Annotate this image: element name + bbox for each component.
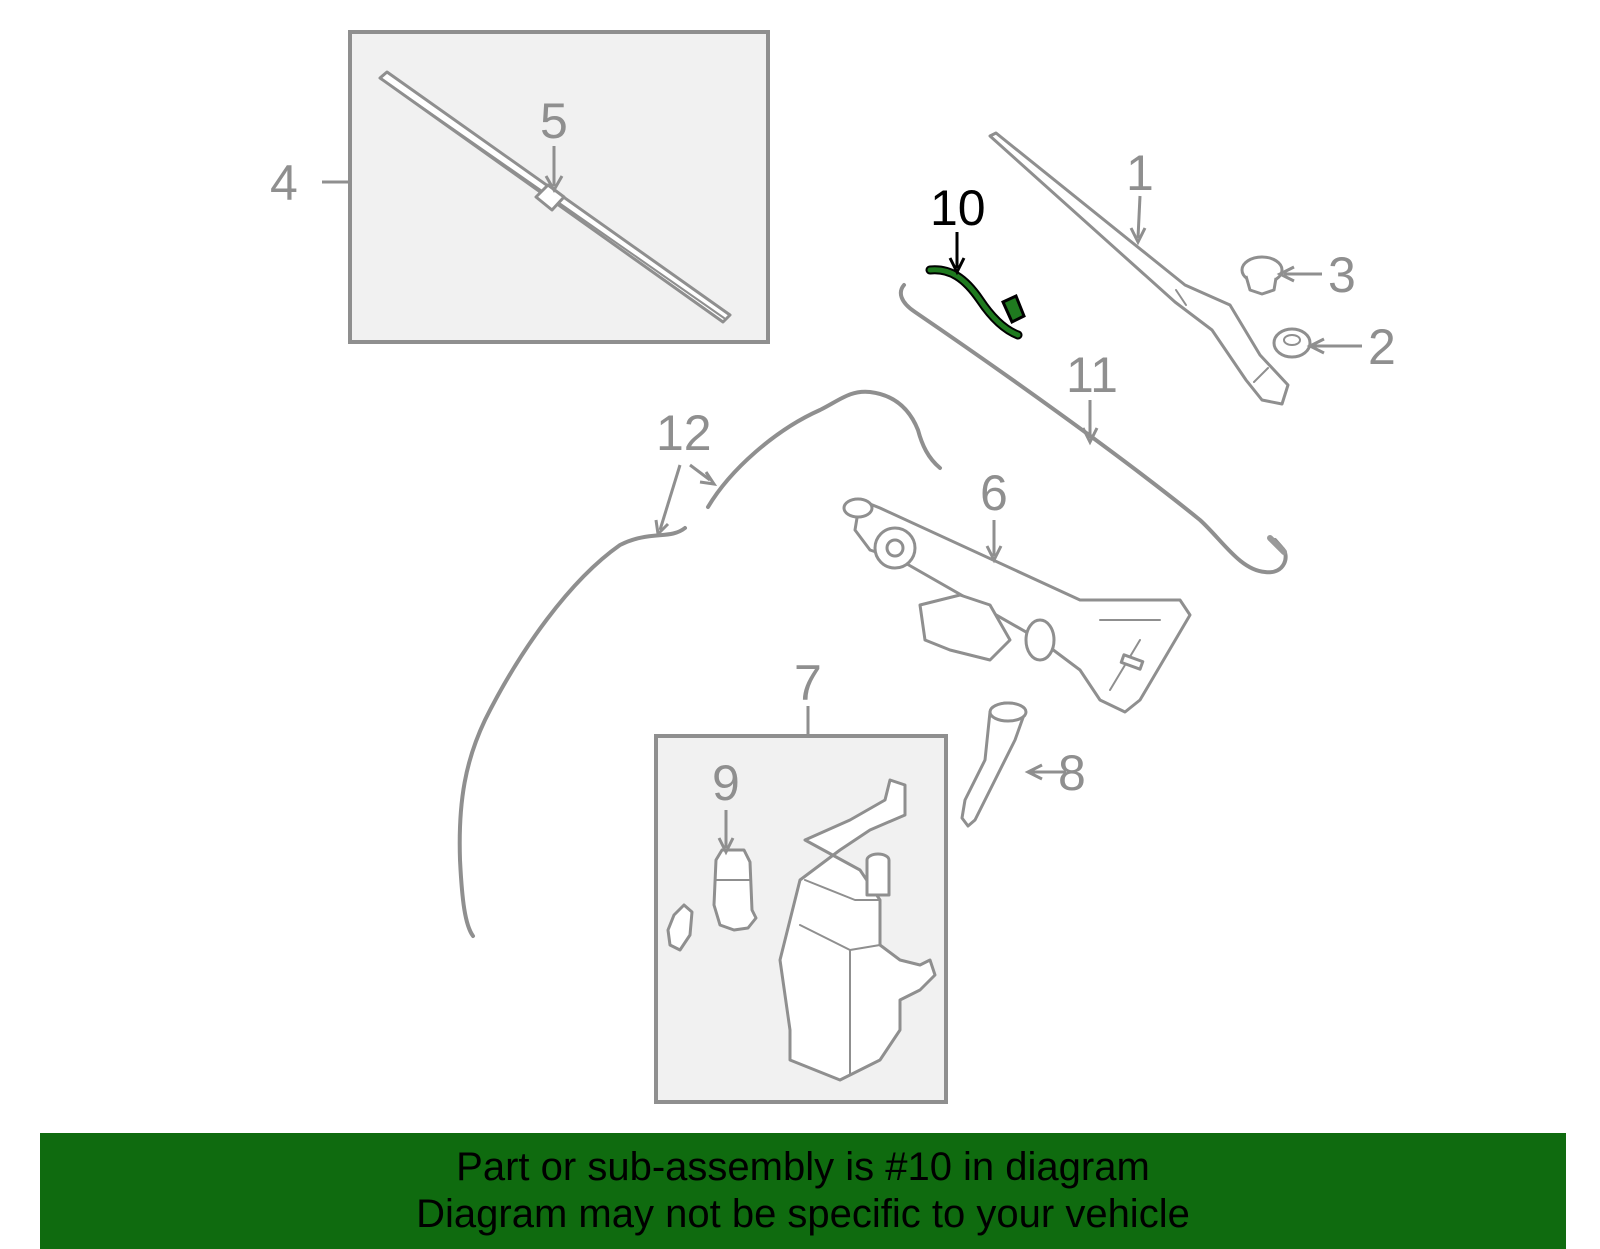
hose-connector bbox=[1001, 293, 1026, 325]
callout-5: 5 bbox=[540, 93, 568, 149]
wiper-motor bbox=[918, 593, 1012, 662]
part-1-wiper-arm[interactable]: 1 bbox=[988, 131, 1290, 406]
callout-9: 9 bbox=[712, 755, 740, 811]
callout-1: 1 bbox=[1126, 145, 1154, 201]
part-2-nut[interactable]: 2 bbox=[1272, 319, 1396, 375]
part-9-washer-pump[interactable]: 9 bbox=[712, 755, 758, 932]
callout-11: 11 bbox=[1066, 347, 1118, 403]
banner-line-2: Diagram may not be specific to your vehi… bbox=[416, 1192, 1190, 1236]
parts-diagram: 4 5 1 3 2 10 bbox=[270, 30, 1396, 1104]
part-12-hose[interactable]: 12 bbox=[457, 389, 942, 938]
washer-hose-lower bbox=[457, 526, 687, 938]
washer-reservoir bbox=[778, 778, 937, 1082]
highlighted-hose bbox=[927, 267, 1021, 338]
info-banner: Part or sub-assembly is #10 in diagram D… bbox=[40, 1133, 1566, 1249]
callout-12: 12 bbox=[656, 405, 712, 461]
part-3-cap[interactable]: 3 bbox=[1240, 247, 1356, 303]
wiper-arm bbox=[988, 131, 1290, 406]
callout-10: 10 bbox=[930, 180, 986, 236]
callout-4: 4 bbox=[270, 155, 298, 211]
washer-pump bbox=[712, 848, 758, 932]
banner-line-1: Part or sub-assembly is #10 in diagram bbox=[456, 1145, 1150, 1189]
part-10-hose[interactable]: 10 bbox=[925, 180, 1026, 340]
part-4-blade-box[interactable]: 4 5 bbox=[270, 30, 770, 344]
callout-3: 3 bbox=[1328, 247, 1356, 303]
part-7-reservoir-box[interactable]: 7 9 bbox=[654, 655, 948, 1104]
callout-2: 2 bbox=[1368, 319, 1396, 375]
callout-8: 8 bbox=[1058, 745, 1086, 801]
part-6-wiper-linkage[interactable]: 6 bbox=[842, 465, 1192, 714]
part-8-filler-neck[interactable]: 8 bbox=[960, 701, 1086, 828]
part-11-hose[interactable]: 11 bbox=[898, 283, 1288, 575]
blade-refill-clip bbox=[534, 183, 566, 212]
washer-hose-long bbox=[898, 283, 1288, 575]
callout-7: 7 bbox=[794, 655, 822, 711]
pump-grommet bbox=[666, 903, 694, 952]
washer-hose-upper bbox=[706, 389, 942, 509]
callout-6: 6 bbox=[980, 465, 1008, 521]
